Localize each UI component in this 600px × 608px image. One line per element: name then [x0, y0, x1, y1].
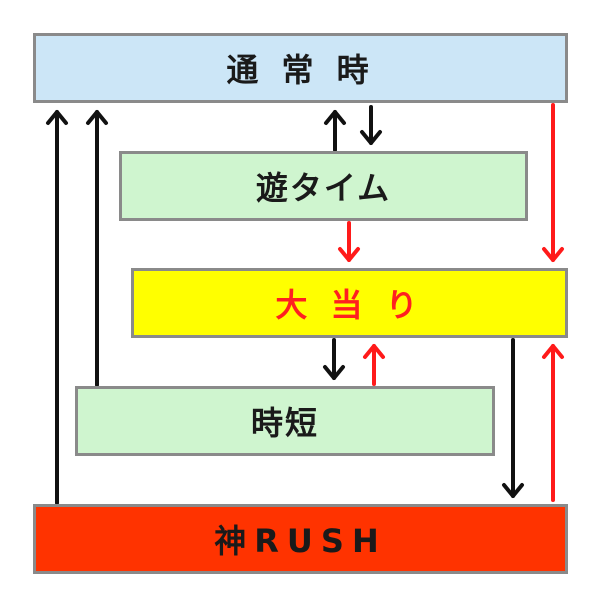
- arrow-asobi-to-normal: [324, 110, 346, 152]
- node-jackpot: 大 当 り: [131, 268, 568, 338]
- arrow-rush-to-normal: [46, 110, 68, 505]
- node-asobi-time: 遊タイム: [119, 151, 528, 221]
- arrow-asobi-to-hit: [338, 221, 360, 262]
- node-jitan: 時短: [75, 386, 495, 456]
- arrow-hit-to-jitan: [323, 338, 345, 380]
- arrow-jitan-to-normal: [86, 110, 108, 387]
- arrow-normal-to-hit: [542, 103, 564, 262]
- node-normal-state: 通 常 時: [33, 33, 568, 103]
- arrow-hit-to-rush: [502, 338, 524, 498]
- arrow-rush-to-hit: [542, 344, 564, 502]
- node-kami-rush: 神RUSH: [33, 504, 568, 574]
- arrow-normal-to-asobi: [360, 105, 382, 145]
- arrow-jitan-to-hit: [363, 344, 385, 386]
